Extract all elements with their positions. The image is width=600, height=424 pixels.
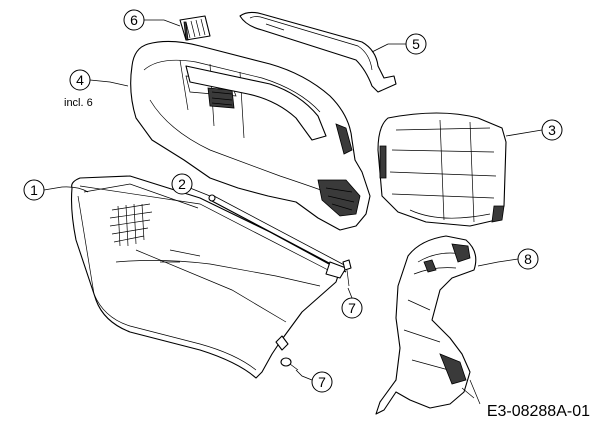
part-grass-bag <box>70 175 341 379</box>
callout-3-label: 3 <box>548 122 556 138</box>
callout-7-lower-label: 7 <box>318 374 326 390</box>
mesh-texture <box>109 203 153 247</box>
callout-7-upper-label: 7 <box>348 300 356 316</box>
callout-8-label: 8 <box>524 251 532 267</box>
drawing-code: E3-08288A-01 <box>487 403 590 420</box>
callout-5-label: 5 <box>412 36 420 52</box>
part-fastener-lower <box>280 357 299 371</box>
callout-1-label: 1 <box>30 182 38 198</box>
part-vent-grille <box>179 15 211 41</box>
callout-2: 2 <box>171 173 193 195</box>
part-4-note: incl. 6 <box>64 97 93 109</box>
callout-3: 3 <box>541 119 563 141</box>
callout-4-label: 4 <box>76 72 84 88</box>
part-support-rod <box>160 194 351 351</box>
callout-4: 4 <box>69 69 91 91</box>
callout-6-label: 6 <box>130 12 138 28</box>
part-upper-shell <box>130 40 371 231</box>
part-side-bracket <box>375 235 481 415</box>
part-handle-bar <box>239 11 397 93</box>
callout-2-label: 2 <box>178 176 186 192</box>
part-rear-cover <box>377 112 507 227</box>
callout-5: 5 <box>405 33 427 55</box>
callout-7-lower: 7 <box>311 371 333 393</box>
callout-8: 8 <box>517 248 539 270</box>
callout-7-upper: 7 <box>341 297 363 319</box>
callout-1: 1 <box>23 179 45 201</box>
part-fastener-upper <box>342 259 352 287</box>
leader-lines <box>43 19 543 381</box>
callout-6: 6 <box>123 9 145 31</box>
